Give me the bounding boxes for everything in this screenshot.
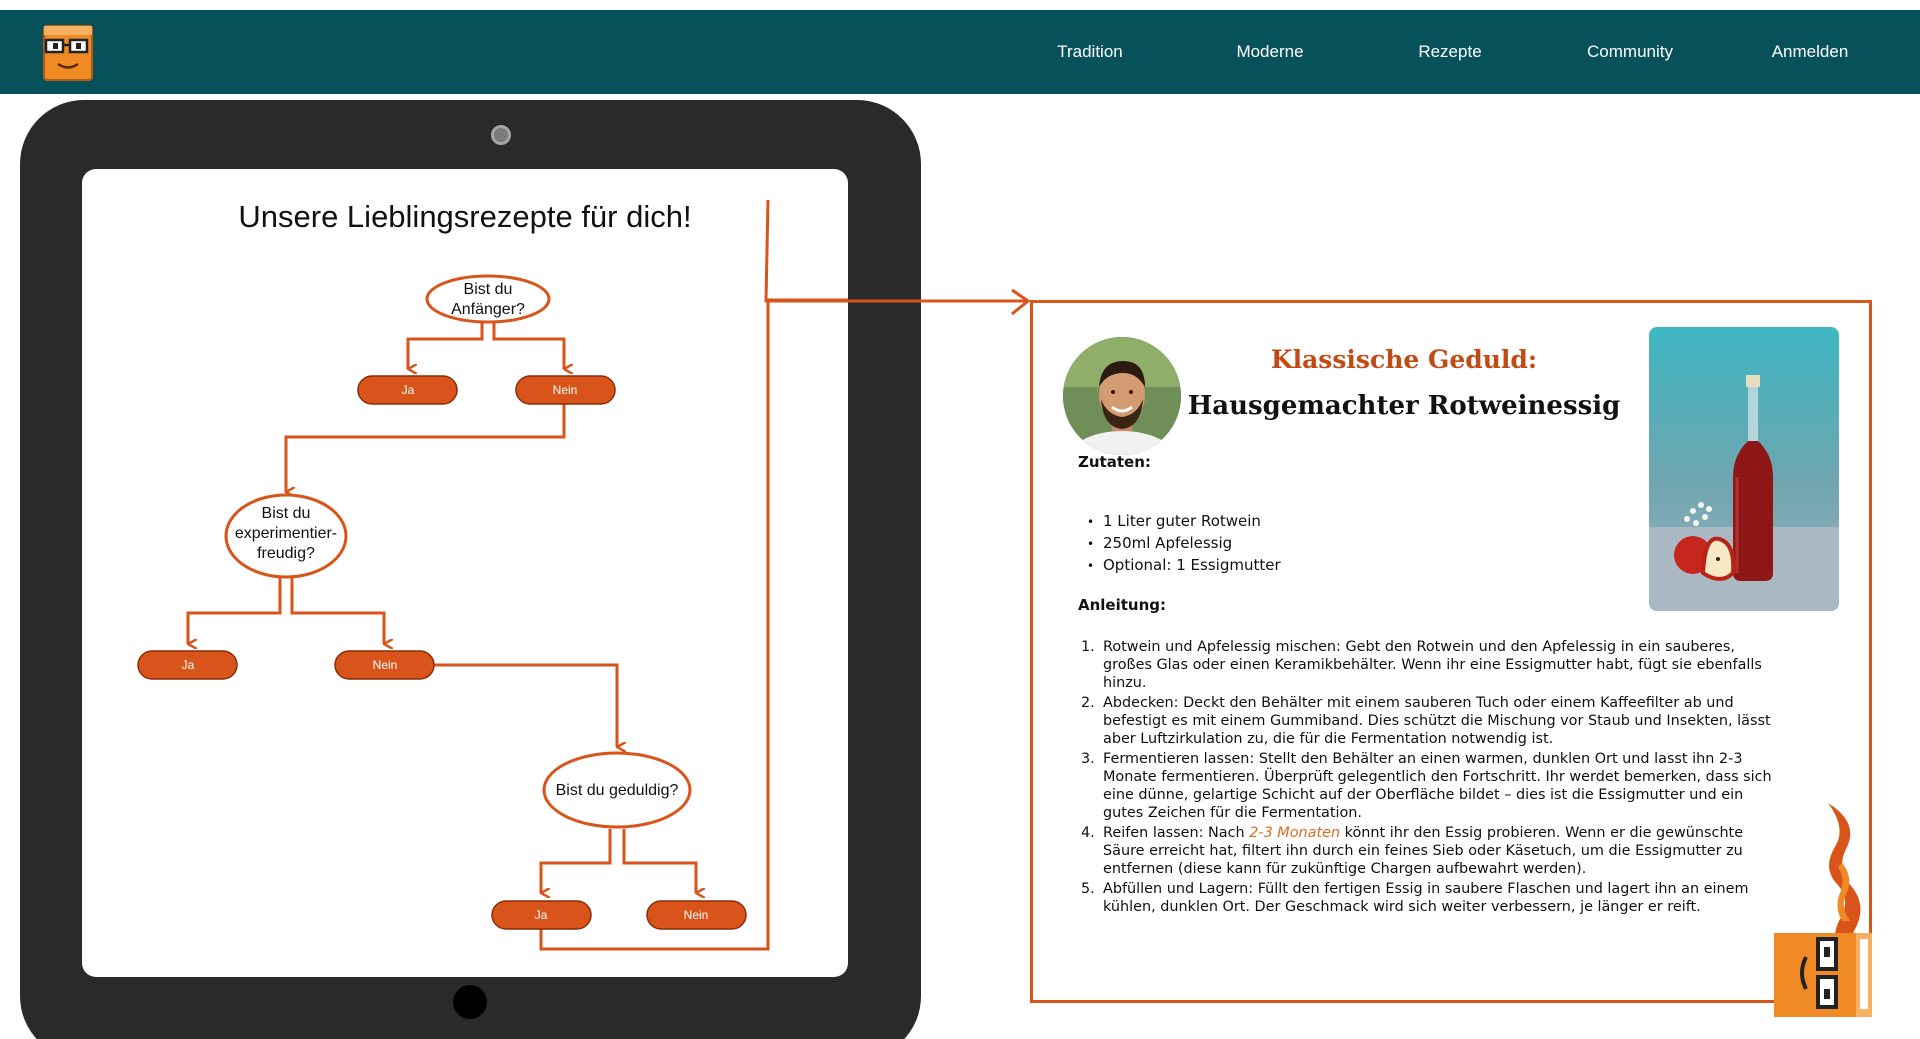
book-mascot-flame-icon — [1774, 803, 1872, 1017]
recipe-subtitle: Klassische Geduld: — [1270, 345, 1538, 374]
instruction-step: 5.Abfüllen und Lagern: Füllt den fertige… — [1081, 881, 1749, 915]
instruction-step: 2.Abdecken: Deckt den Behälter mit einem… — [1081, 695, 1771, 747]
ingredient-item: Optional: 1 Essigmutter — [1087, 555, 1281, 577]
svg-text:Ja: Ja — [535, 908, 548, 922]
answer-nein-1[interactable] — [515, 375, 616, 405]
recipe-title: Hausgemachter Rotweinessig — [1187, 391, 1621, 421]
answer-nein-3[interactable] — [646, 900, 747, 930]
recipe-card: Klassische Geduld: Hausgemachter Rotwein… — [1030, 300, 1872, 1003]
vinegar-bottle-photo — [1649, 327, 1839, 611]
question-beginner — [425, 274, 551, 324]
answer-ja-1[interactable] — [357, 375, 458, 405]
instruction-step: 4.Reifen lassen: Nach 2-3 Monaten könnt … — [1081, 825, 1744, 877]
svg-text:Anfänger?: Anfänger? — [451, 301, 525, 318]
svg-text:freudig?: freudig? — [257, 545, 315, 562]
answer-ja-2[interactable] — [137, 650, 238, 680]
tablet-screen: Unsere Lieblingsrezepte für dich! — [82, 169, 848, 977]
instruction-step: 1.Rotwein und Apfelessig mischen: Gebt d… — [1081, 639, 1762, 691]
top-navbar: Tradition Moderne Rezepte Community Anme… — [0, 10, 1920, 94]
svg-text:Bist du: Bist du — [262, 505, 311, 522]
nav-moderne[interactable]: Moderne — [1236, 42, 1304, 61]
instructions-heading: Anleitung: — [1078, 596, 1167, 614]
svg-text:Bist du: Bist du — [464, 281, 513, 298]
instructions-list: 1.Rotwein und Apfelessig mischen: Gebt d… — [1081, 638, 1783, 918]
instruction-step: 3.Fermentieren lassen: Stellt den Behält… — [1081, 751, 1772, 821]
ingredients-list: 1 Liter guter Rotwein 250ml Apfelessig O… — [1087, 511, 1281, 577]
flowchart-title: Unsere Lieblingsrezepte für dich! — [238, 199, 692, 234]
ingredients-heading: Zutaten: — [1078, 453, 1151, 471]
tablet-camera — [491, 125, 511, 145]
svg-text:Ja: Ja — [182, 658, 195, 672]
nav-anmelden[interactable]: Anmelden — [1771, 42, 1849, 61]
duration-highlight: 2-3 Monaten — [1249, 825, 1341, 841]
svg-text:Ja: Ja — [402, 383, 415, 397]
svg-text:Bist du geduldig?: Bist du geduldig? — [556, 782, 679, 799]
nav-community[interactable]: Community — [1587, 42, 1673, 61]
answer-ja-3[interactable] — [491, 900, 592, 930]
answer-nein-2[interactable] — [334, 650, 435, 680]
question-patient — [542, 751, 692, 829]
svg-text:Nein: Nein — [553, 383, 578, 397]
tablet-frame: Unsere Lieblingsrezepte für dich! — [20, 100, 921, 1039]
svg-text:Nein: Nein — [684, 908, 709, 922]
ingredient-item: 250ml Apfelessig — [1087, 533, 1281, 555]
ingredient-item: 1 Liter guter Rotwein — [1087, 511, 1281, 533]
nav-rezepte[interactable]: Rezepte — [1418, 42, 1482, 61]
tablet-home-button[interactable] — [453, 985, 487, 1019]
book-mascot-icon[interactable] — [42, 24, 94, 82]
question-experimental — [224, 493, 348, 579]
svg-text:Nein: Nein — [373, 658, 398, 672]
main-nav: Tradition Moderne Rezepte Community Anme… — [1000, 10, 1900, 94]
recipe-flowchart: Bist du Anfänger? Ja Nein Bist du experi… — [137, 274, 848, 951]
nav-tradition[interactable]: Tradition — [1057, 42, 1123, 61]
svg-text:experimentier-: experimentier- — [235, 525, 337, 542]
